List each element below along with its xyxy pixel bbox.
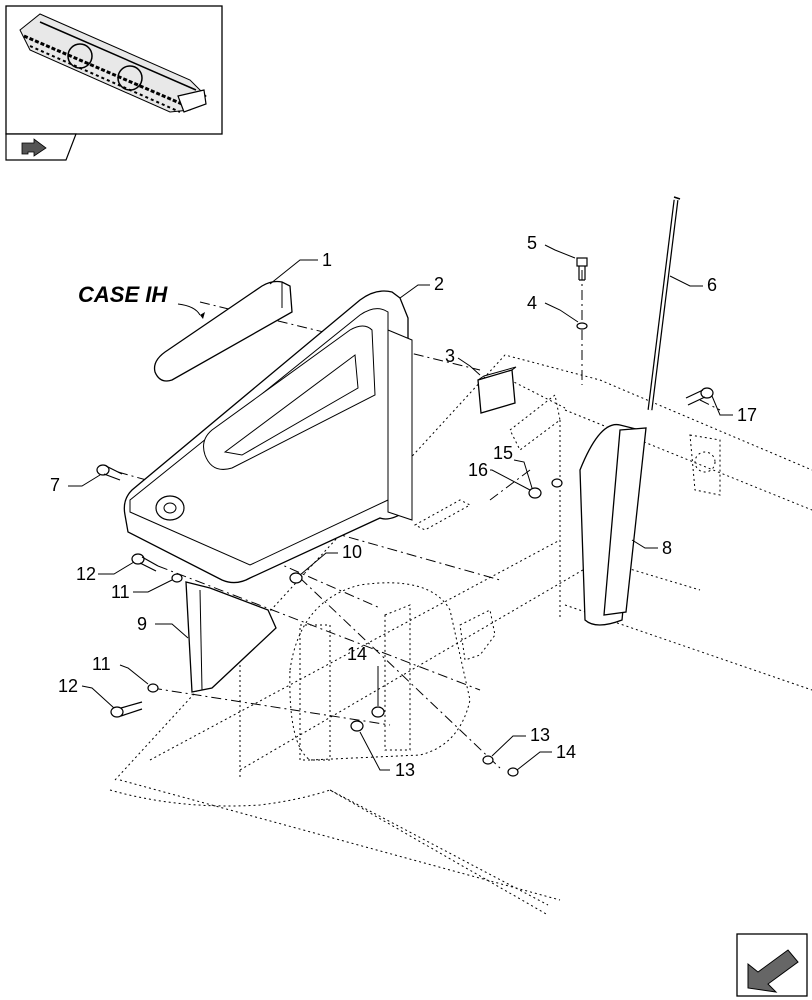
callout-14-mid: 14 (347, 644, 367, 664)
callout-10: 10 (342, 542, 362, 562)
part-10-washer[interactable] (289, 572, 303, 584)
part-14-nut-right[interactable] (507, 767, 519, 777)
callout-6: 6 (707, 275, 717, 295)
part-8-bracket[interactable] (579, 423, 647, 626)
logo-pointer-head (200, 312, 205, 319)
part-7-bolt[interactable] (96, 464, 123, 481)
part-13-washer-right[interactable] (482, 755, 494, 765)
part-3-plate[interactable] (477, 366, 517, 414)
part-5-bolt[interactable] (576, 257, 588, 281)
header-frame-outline (109, 354, 812, 916)
part-1-decal[interactable] (153, 280, 293, 382)
part-13-washer-mid[interactable] (350, 720, 364, 732)
callout-15: 15 (493, 443, 513, 463)
case-ih-logo: CASE IH (78, 282, 168, 307)
callout-12-lower: 12 (58, 676, 78, 696)
part-11-washer-lower[interactable] (147, 683, 159, 693)
callout-2: 2 (434, 274, 444, 294)
part-11-washer-upper[interactable] (171, 573, 183, 583)
callout-3: 3 (445, 346, 455, 366)
callout-14-right: 14 (556, 742, 576, 762)
callout-7: 7 (50, 475, 60, 495)
callout-1: 1 (322, 250, 332, 270)
callout-4: 4 (527, 293, 537, 313)
callout-11-lower: 11 (92, 654, 111, 674)
part-12-bolt-lower[interactable] (110, 701, 143, 718)
part-9-deflector[interactable] (185, 581, 277, 693)
turn-arrow-icon[interactable] (5, 133, 77, 161)
part-17-bolt[interactable] (685, 387, 714, 406)
thumbnail-panel (5, 5, 223, 135)
logo-pointer-line (177, 303, 201, 316)
callout-11-upper: 11 (111, 582, 130, 602)
callout-9: 9 (137, 614, 147, 634)
part-2-divider-shield[interactable] (123, 290, 413, 584)
callout-13-mid: 13 (395, 760, 415, 780)
callout-17: 17 (737, 405, 757, 425)
part-16-nut[interactable] (528, 487, 542, 499)
callout-16: 16 (468, 460, 488, 480)
callout-5: 5 (527, 233, 537, 253)
callout-13-right: 13 (530, 725, 550, 745)
part-14-nut-mid[interactable] (371, 706, 385, 718)
part-4-washer[interactable] (576, 322, 588, 330)
part-12-bolt-upper[interactable] (131, 553, 159, 572)
part-6-rod[interactable] (647, 196, 681, 411)
callout-12-upper: 12 (76, 564, 96, 584)
leader-lines (68, 244, 733, 771)
callout-labels: 1 2 3 4 5 6 7 8 9 10 11 11 12 12 13 13 1… (50, 233, 757, 780)
brand-logo-text: CASE IH (78, 282, 168, 307)
part-15-washer[interactable] (551, 478, 563, 488)
header-thumbnail-image (19, 13, 207, 113)
callout-8: 8 (662, 538, 672, 558)
exit-arrow-icon[interactable] (736, 933, 808, 997)
